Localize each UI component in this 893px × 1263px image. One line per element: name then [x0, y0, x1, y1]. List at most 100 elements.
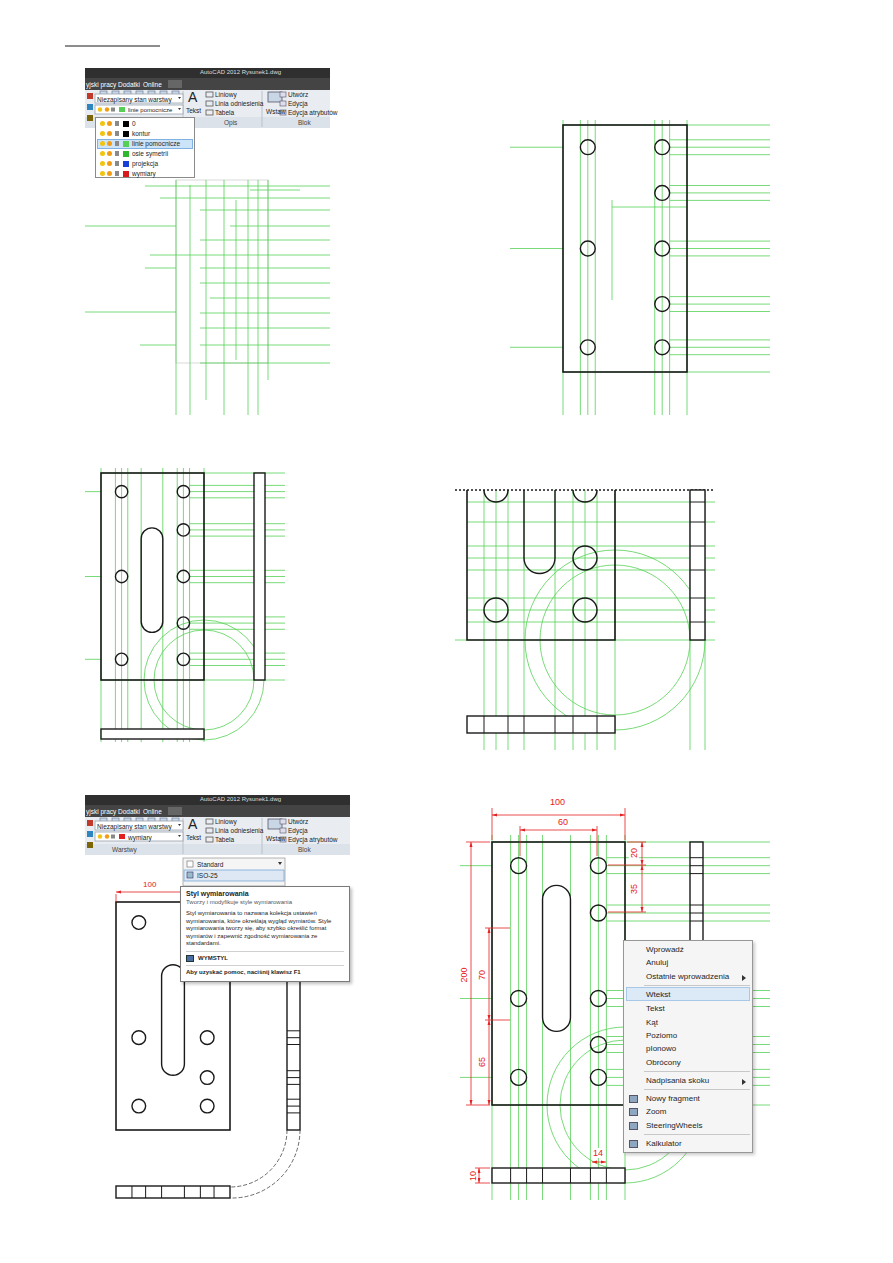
dimension-arrow — [488, 928, 491, 933]
combo-box — [95, 94, 183, 103]
bottom-view-edge — [590, 1168, 591, 1183]
side-view-edge — [287, 1077, 300, 1078]
bottom-view-edge — [526, 1168, 527, 1183]
submenu-arrow — [742, 1079, 746, 1085]
dimension-arrow — [592, 829, 597, 832]
style-dropdown — [183, 858, 285, 886]
bottom-view-edge — [510, 1168, 511, 1183]
command-name: WYMSTYL — [186, 951, 344, 963]
ribbon-label: Linia odniesienia — [215, 100, 263, 107]
construction-line — [200, 240, 330, 241]
extension-line — [627, 842, 646, 843]
bottom-view-edge — [214, 1186, 215, 1198]
side-view — [254, 473, 265, 680]
bolt-hole — [177, 570, 189, 582]
menu-item: SteeringWheels — [646, 1121, 702, 1131]
bolt-hole — [511, 858, 527, 874]
side-view-edge — [287, 1037, 300, 1038]
tooltip-body: Styl wymiarowania to nazwana kolekcja us… — [186, 910, 344, 948]
menu-item: Online — [143, 81, 162, 88]
construction-line — [176, 180, 177, 415]
bolt-hole — [655, 241, 670, 256]
tool-icon — [206, 837, 213, 842]
construction-line — [250, 190, 300, 191]
layer-lock-icon — [115, 141, 119, 146]
bottom-view-edge — [555, 716, 556, 733]
bottom-view-edge — [184, 1186, 185, 1198]
layer-color — [119, 107, 125, 112]
side-view-edge — [690, 570, 705, 571]
layer-freeze-icon — [107, 151, 112, 156]
construction-line — [115, 468, 116, 742]
tool-icon — [87, 842, 93, 848]
menu-separator — [644, 1089, 750, 1090]
context-menu: WprowadźAnulujOstatnie wprowadzeniaWteks… — [623, 940, 753, 1153]
dimension-line — [489, 928, 490, 1020]
bottom-view — [467, 716, 615, 733]
ribbon-separator — [262, 91, 263, 127]
menu-item: Kąt — [646, 1018, 658, 1028]
menu-item: Tekst — [646, 1004, 665, 1014]
style-icon — [187, 861, 193, 867]
side-view-edge — [287, 1084, 300, 1085]
construction-line — [200, 210, 330, 211]
tool-icon — [87, 104, 93, 110]
dimension-arrow — [641, 865, 644, 870]
side-view-edge — [690, 502, 705, 503]
tool-icon — [87, 115, 93, 121]
construction-line — [200, 363, 330, 364]
window-title: AutoCAD 2012 Rysunek1.dwg — [200, 69, 281, 76]
construction-line — [467, 570, 715, 571]
layer-icon — [111, 835, 115, 839]
construction-line — [484, 490, 485, 750]
ribbon-label: Edycja atrybutów — [288, 836, 338, 843]
side-view-edge — [690, 873, 703, 874]
construction-line — [467, 558, 715, 559]
construction-line — [510, 835, 511, 1200]
tool-icon — [280, 92, 286, 97]
dimension-line — [492, 815, 625, 816]
side-view-edge — [690, 522, 705, 523]
side-view — [690, 490, 705, 640]
construction-line — [496, 490, 497, 750]
layer-lock-icon — [115, 151, 119, 156]
menu-item: Wprowadź — [646, 945, 684, 955]
bottom-view — [116, 1186, 230, 1198]
layer-name: linie pomocnicze — [132, 140, 180, 148]
dimension-arrow — [488, 1020, 491, 1025]
bolt-hole — [511, 991, 527, 1007]
dimension-text: 200 — [459, 966, 469, 983]
construction-line — [508, 490, 509, 750]
extension-line — [475, 1168, 490, 1169]
construction-line — [670, 147, 770, 148]
ribbon-label: Edycja atrybutów — [288, 109, 338, 116]
construction-line — [587, 120, 588, 415]
menu-icon — [629, 1095, 638, 1103]
menu-item: yjski pracy — [86, 81, 116, 88]
bolt-hole — [573, 598, 597, 622]
layer-name: osie symetrii — [132, 150, 168, 158]
layer-color — [123, 161, 129, 167]
window-title: AutoCAD 2012 Rysunek1.dwg — [200, 796, 281, 803]
bolt-hole — [655, 297, 670, 312]
construction-line — [127, 468, 128, 742]
tooltip-subtitle: Tworzy i modyfikuje style wymiarowania — [186, 899, 344, 907]
bottom-view-edge — [200, 1186, 201, 1198]
dimension-line — [592, 1162, 606, 1163]
title-bar — [85, 795, 350, 805]
construction-line — [183, 468, 184, 742]
bottom-view-edge — [524, 716, 525, 733]
layer-name: projekcja — [132, 160, 158, 168]
bolt-hole — [132, 1099, 146, 1113]
ribbon-label: Wstaw — [266, 108, 286, 115]
bottom-view-edge — [573, 716, 574, 733]
construction-line — [606, 921, 770, 922]
combo-text: linie pomocnicze — [128, 107, 172, 114]
combo-arrow — [178, 824, 181, 826]
extension-line — [608, 865, 646, 866]
ribbon-label: Tabela — [215, 836, 234, 843]
ribbon-label: Liniowy — [215, 91, 237, 98]
menu-icon — [168, 807, 182, 815]
tool-icon — [206, 819, 213, 824]
construction-line — [85, 491, 101, 492]
